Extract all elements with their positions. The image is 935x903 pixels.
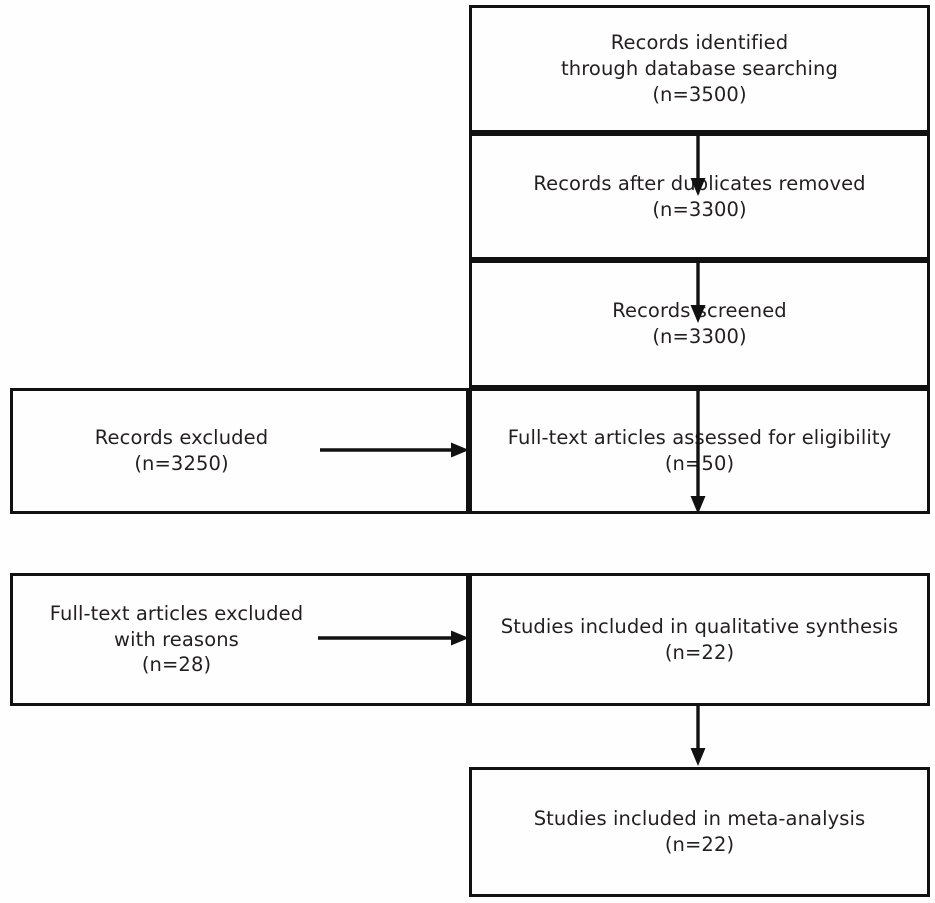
box-records-identified-label: Records identified through database sear… xyxy=(561,31,838,106)
box-records-after-duplicates-removed[interactable]: Records after duplicates removed (n=3300… xyxy=(469,133,930,260)
box-studies-qualitative-synthesis-label: Studies included in qualitative synthesi… xyxy=(500,614,899,664)
box-records-after-duplicates-removed-label: Records after duplicates removed (n=3300… xyxy=(533,171,866,221)
box-studies-qualitative-synthesis[interactable]: Studies included in qualitative synthesi… xyxy=(469,573,930,706)
box-studies-meta-analysis-label: Studies included in meta-analysis (n=22) xyxy=(533,807,866,856)
box-records-identified[interactable]: Records identified through database sear… xyxy=(469,5,930,133)
arrow-qualitative-to-meta-analysis xyxy=(690,706,706,766)
box-full-text-articles-assessed[interactable]: Full-text articles assessed for eligibil… xyxy=(469,388,930,514)
box-studies-meta-analysis[interactable]: Studies included in meta-analysis (n=22) xyxy=(469,767,930,897)
box-full-text-articles-excluded[interactable]: Full-text articles excluded with reasons… xyxy=(10,573,469,706)
box-full-text-articles-assessed-label: Full-text articles assessed for eligibil… xyxy=(507,426,892,475)
box-full-text-articles-excluded-label: Full-text articles excluded with reasons… xyxy=(49,601,304,677)
box-records-excluded-label: Records excluded (n=3250) xyxy=(94,426,269,475)
box-records-screened[interactable]: Records screened (n=3300) xyxy=(469,260,930,388)
box-records-excluded[interactable]: Records excluded (n=3250) xyxy=(10,388,469,514)
box-records-screened-label: Records screened (n=3300) xyxy=(612,299,787,348)
